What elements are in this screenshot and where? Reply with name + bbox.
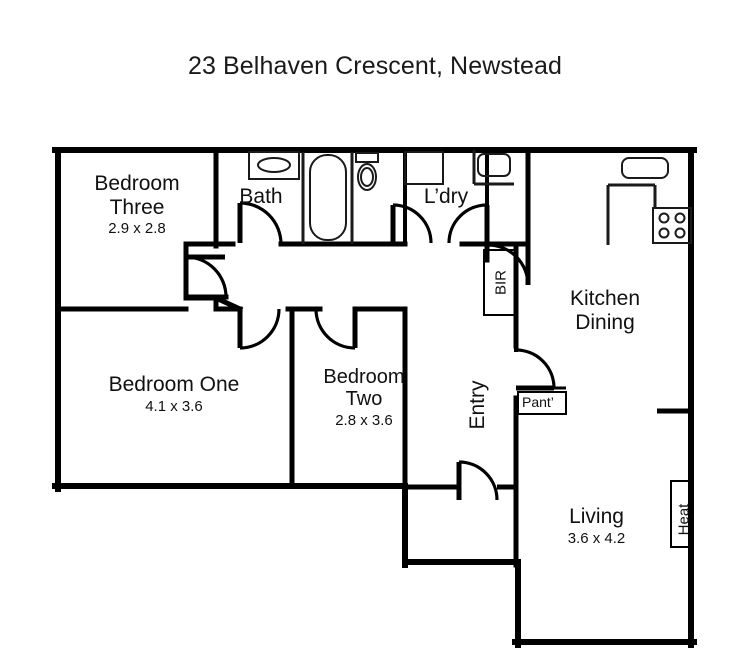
fixture-label-heat: Heat bbox=[675, 503, 693, 536]
closet-label-bir: BIR bbox=[492, 270, 510, 296]
heater-unit bbox=[670, 480, 692, 548]
bathtub-outline bbox=[309, 154, 347, 241]
burner-front-right bbox=[674, 212, 686, 224]
vanity-cabinet bbox=[248, 151, 300, 180]
door-bedroom-three bbox=[185, 254, 228, 298]
kitchen-sink-outline bbox=[621, 157, 669, 179]
kitchen-fixtures bbox=[606, 157, 692, 245]
door-bedroom-two bbox=[314, 308, 358, 350]
laundry-trough-outline bbox=[477, 153, 511, 177]
burner-front-left bbox=[658, 212, 670, 224]
door-pantry bbox=[514, 348, 556, 391]
toilet-cistern bbox=[355, 152, 379, 163]
door-wc bbox=[390, 203, 433, 244]
burner-back-right bbox=[674, 227, 686, 239]
door-bedroom-one bbox=[237, 308, 281, 350]
door-laundry bbox=[447, 203, 490, 244]
doors bbox=[185, 201, 691, 501]
door-entry-living bbox=[456, 460, 499, 501]
bir-closet bbox=[483, 249, 518, 316]
area-label-entry: Entry bbox=[466, 380, 489, 430]
interior-walls bbox=[55, 149, 531, 568]
toilet-bowl bbox=[357, 163, 377, 191]
door-kitchen bbox=[487, 243, 531, 286]
exterior-walls bbox=[52, 147, 697, 648]
laundry-fixtures bbox=[404, 150, 514, 186]
page-title: 23 Belhaven Crescent, Newstead bbox=[187, 52, 563, 80]
basin-bowl bbox=[257, 157, 291, 173]
bath-fixtures bbox=[248, 151, 379, 244]
door-bath bbox=[237, 201, 283, 245]
burner-back-left bbox=[658, 227, 670, 239]
wall-closures bbox=[183, 241, 521, 565]
laundry-cabinet-outline bbox=[404, 151, 444, 185]
closet-label-pantry: Pant’ bbox=[522, 394, 554, 410]
cooktop-outline bbox=[652, 207, 692, 244]
